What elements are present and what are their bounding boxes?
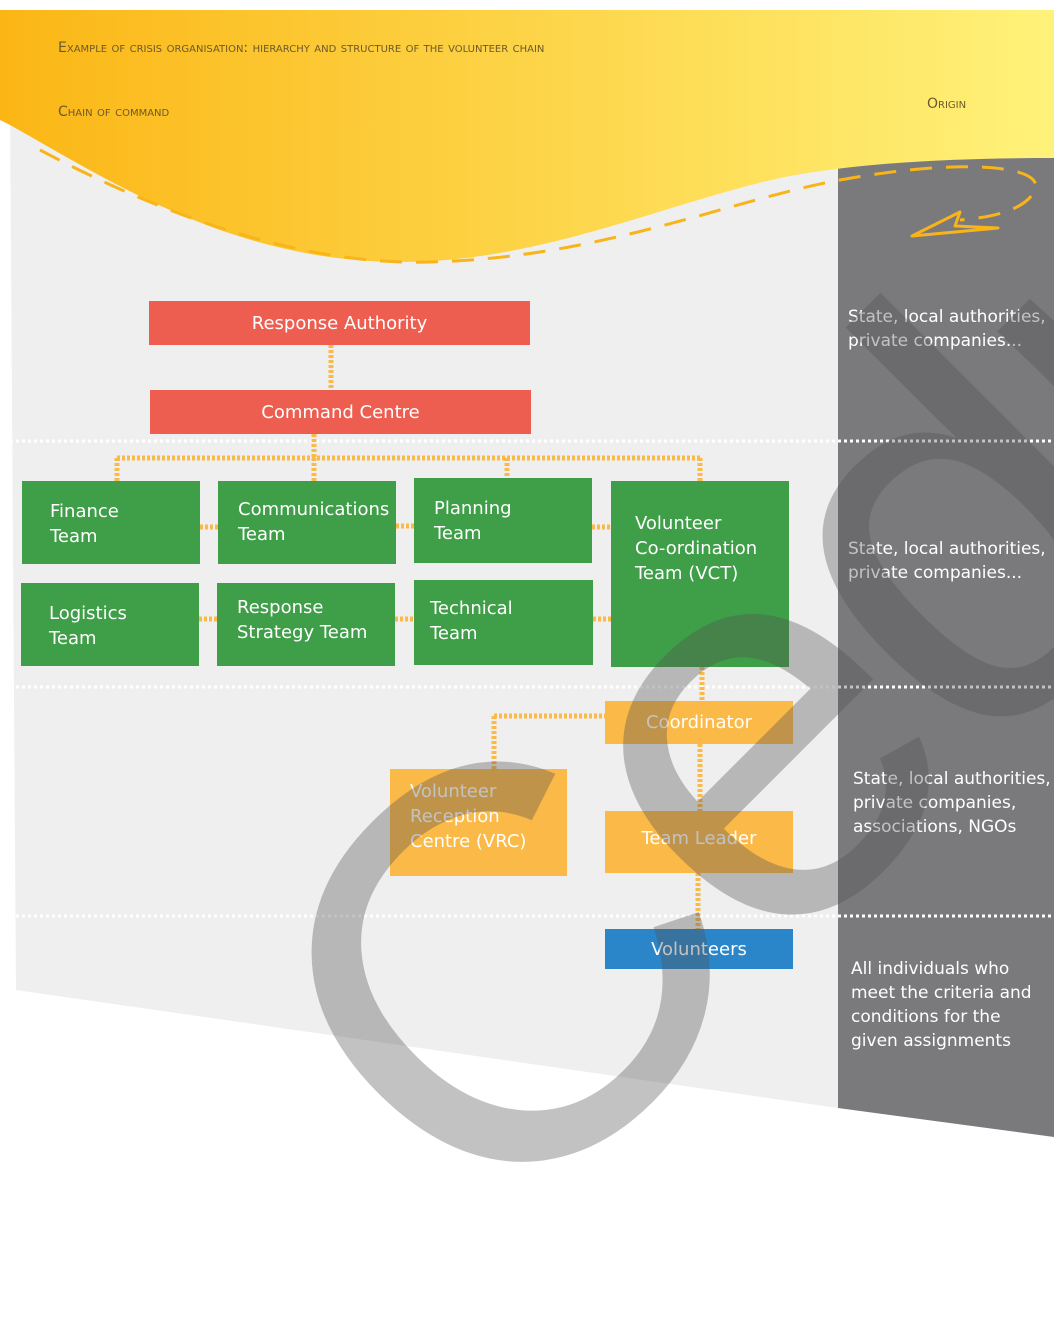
- node-volunteer-coordination-team: Volunteer Co-ordination Team (VCT): [611, 481, 789, 667]
- diagram-title: Example of crisis organisation: hierarch…: [58, 40, 545, 56]
- node-command-centre: Command Centre: [150, 390, 531, 434]
- origin-level-3: State, local authorities, private compan…: [853, 769, 1051, 837]
- node-coordinator: Coordinator: [605, 701, 793, 744]
- header-banner: [0, 10, 1054, 262]
- node-response-authority: Response Authority: [149, 301, 530, 345]
- arrow-head-icon: [910, 210, 1000, 238]
- node-technical-team: Technical Team: [414, 580, 593, 665]
- node-team-leader: Team Leader: [605, 811, 793, 873]
- node-planning-team: Planning Team: [414, 478, 592, 563]
- chain-of-command-label: Chain of command: [58, 104, 170, 120]
- dashed-arrow: [39, 148, 1038, 264]
- node-volunteer-reception-centre: Volunteer Reception Centre (VRC): [390, 769, 567, 876]
- origin-panel: [838, 110, 1054, 1137]
- node-communications-team: Communications Team: [218, 481, 396, 564]
- origin-level-1: State, local authorities, private compan…: [848, 307, 1046, 351]
- origin-level-2: State, local authorities, private compan…: [848, 539, 1046, 583]
- node-volunteers: Volunteers: [605, 929, 793, 969]
- node-response-strategy-team: Response Strategy Team: [217, 583, 395, 666]
- origin-level-4: All individuals who meet the criteria an…: [851, 959, 1032, 1051]
- node-finance-team: Finance Team: [22, 481, 200, 564]
- node-logistics-team: Logistics Team: [21, 583, 199, 666]
- origin-label: Origin: [927, 96, 967, 112]
